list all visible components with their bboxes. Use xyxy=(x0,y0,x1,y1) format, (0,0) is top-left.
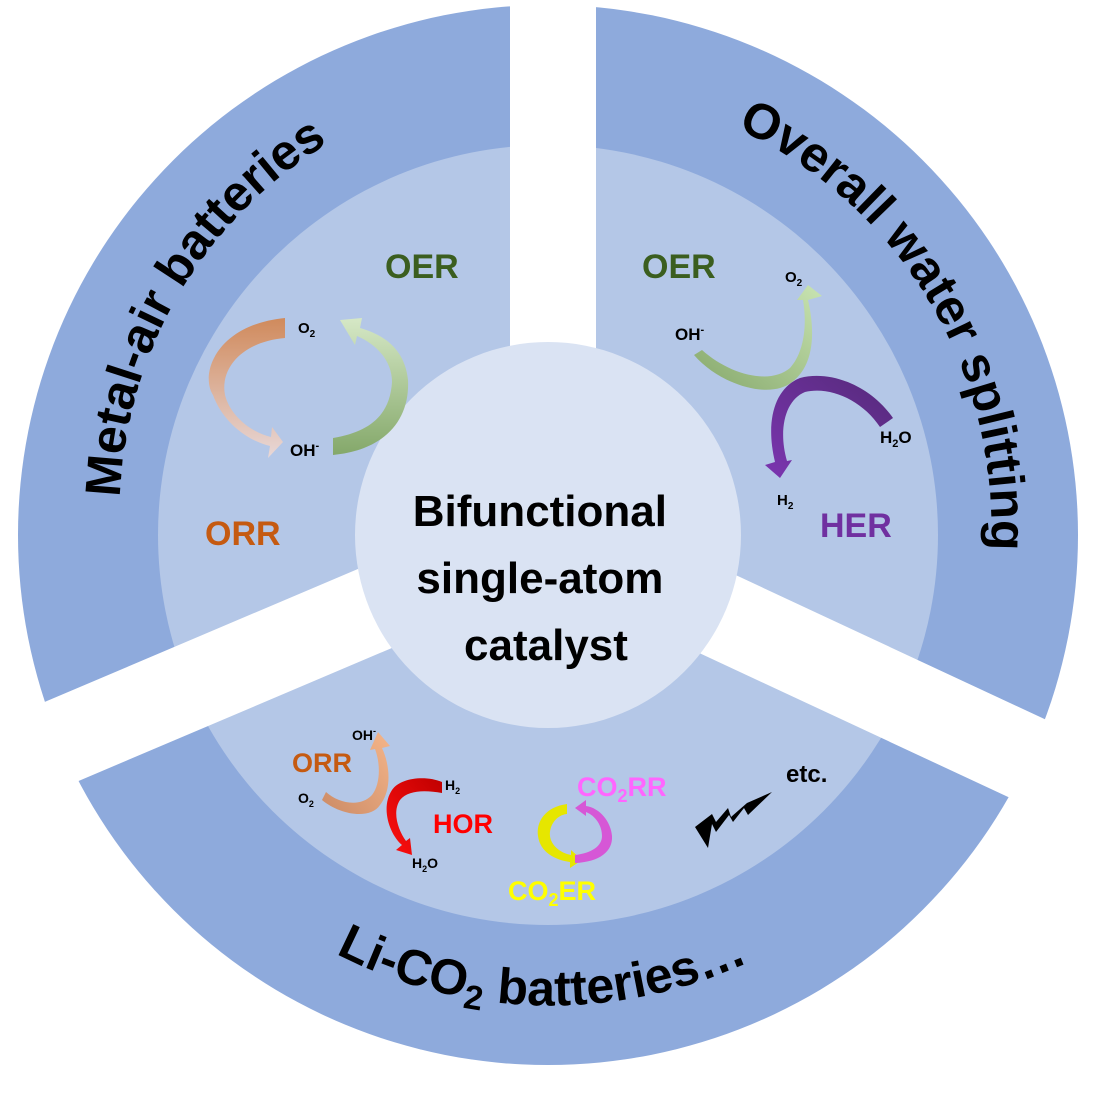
reaction-label-her: HER xyxy=(820,507,892,545)
center-title-line-2: single-atom xyxy=(416,554,663,603)
reaction-label-oer: OER xyxy=(642,248,716,286)
species-o2: O2 xyxy=(298,320,316,340)
species-oh: OH- xyxy=(290,440,320,460)
species-oh: OH- xyxy=(352,726,376,743)
reaction-label-co2er: CO2ER xyxy=(508,876,596,910)
reaction-label-co2rr: CO2RR xyxy=(577,772,667,806)
her-arrow xyxy=(765,375,893,478)
reaction-label-orr: ORR xyxy=(292,748,352,778)
svg-text:Bifunctional single-atom: Bifunctional single-atom catalyst xyxy=(413,487,679,670)
species-h2o: H2O xyxy=(412,855,438,874)
reaction-label-oer: OER xyxy=(385,248,459,286)
species-o2: O2 xyxy=(785,269,803,289)
center-circle: Bifunctional single-atom catalyst xyxy=(355,342,741,728)
orr-arrow xyxy=(322,732,390,815)
oer-arrow xyxy=(694,285,822,390)
orr-cycle-arrow xyxy=(208,318,285,458)
reaction-label-hor: HOR xyxy=(433,809,493,839)
species-oh: OH- xyxy=(675,324,705,344)
lightning-icon xyxy=(695,792,772,848)
species-o2: O2 xyxy=(298,790,314,809)
center-title-line-1: Bifunctional xyxy=(413,487,667,536)
oer-cycle-arrow xyxy=(333,318,409,455)
center-title-line-3: catalyst xyxy=(464,621,628,670)
co2-cycle-arrow xyxy=(537,800,613,868)
species-h2: H2 xyxy=(445,777,460,796)
etc-label: etc. xyxy=(786,761,827,788)
hor-arrow xyxy=(386,778,442,855)
species-h2o: H2O xyxy=(880,428,912,450)
reaction-label-orr: ORR xyxy=(205,515,281,553)
species-h2: H2 xyxy=(777,492,794,512)
